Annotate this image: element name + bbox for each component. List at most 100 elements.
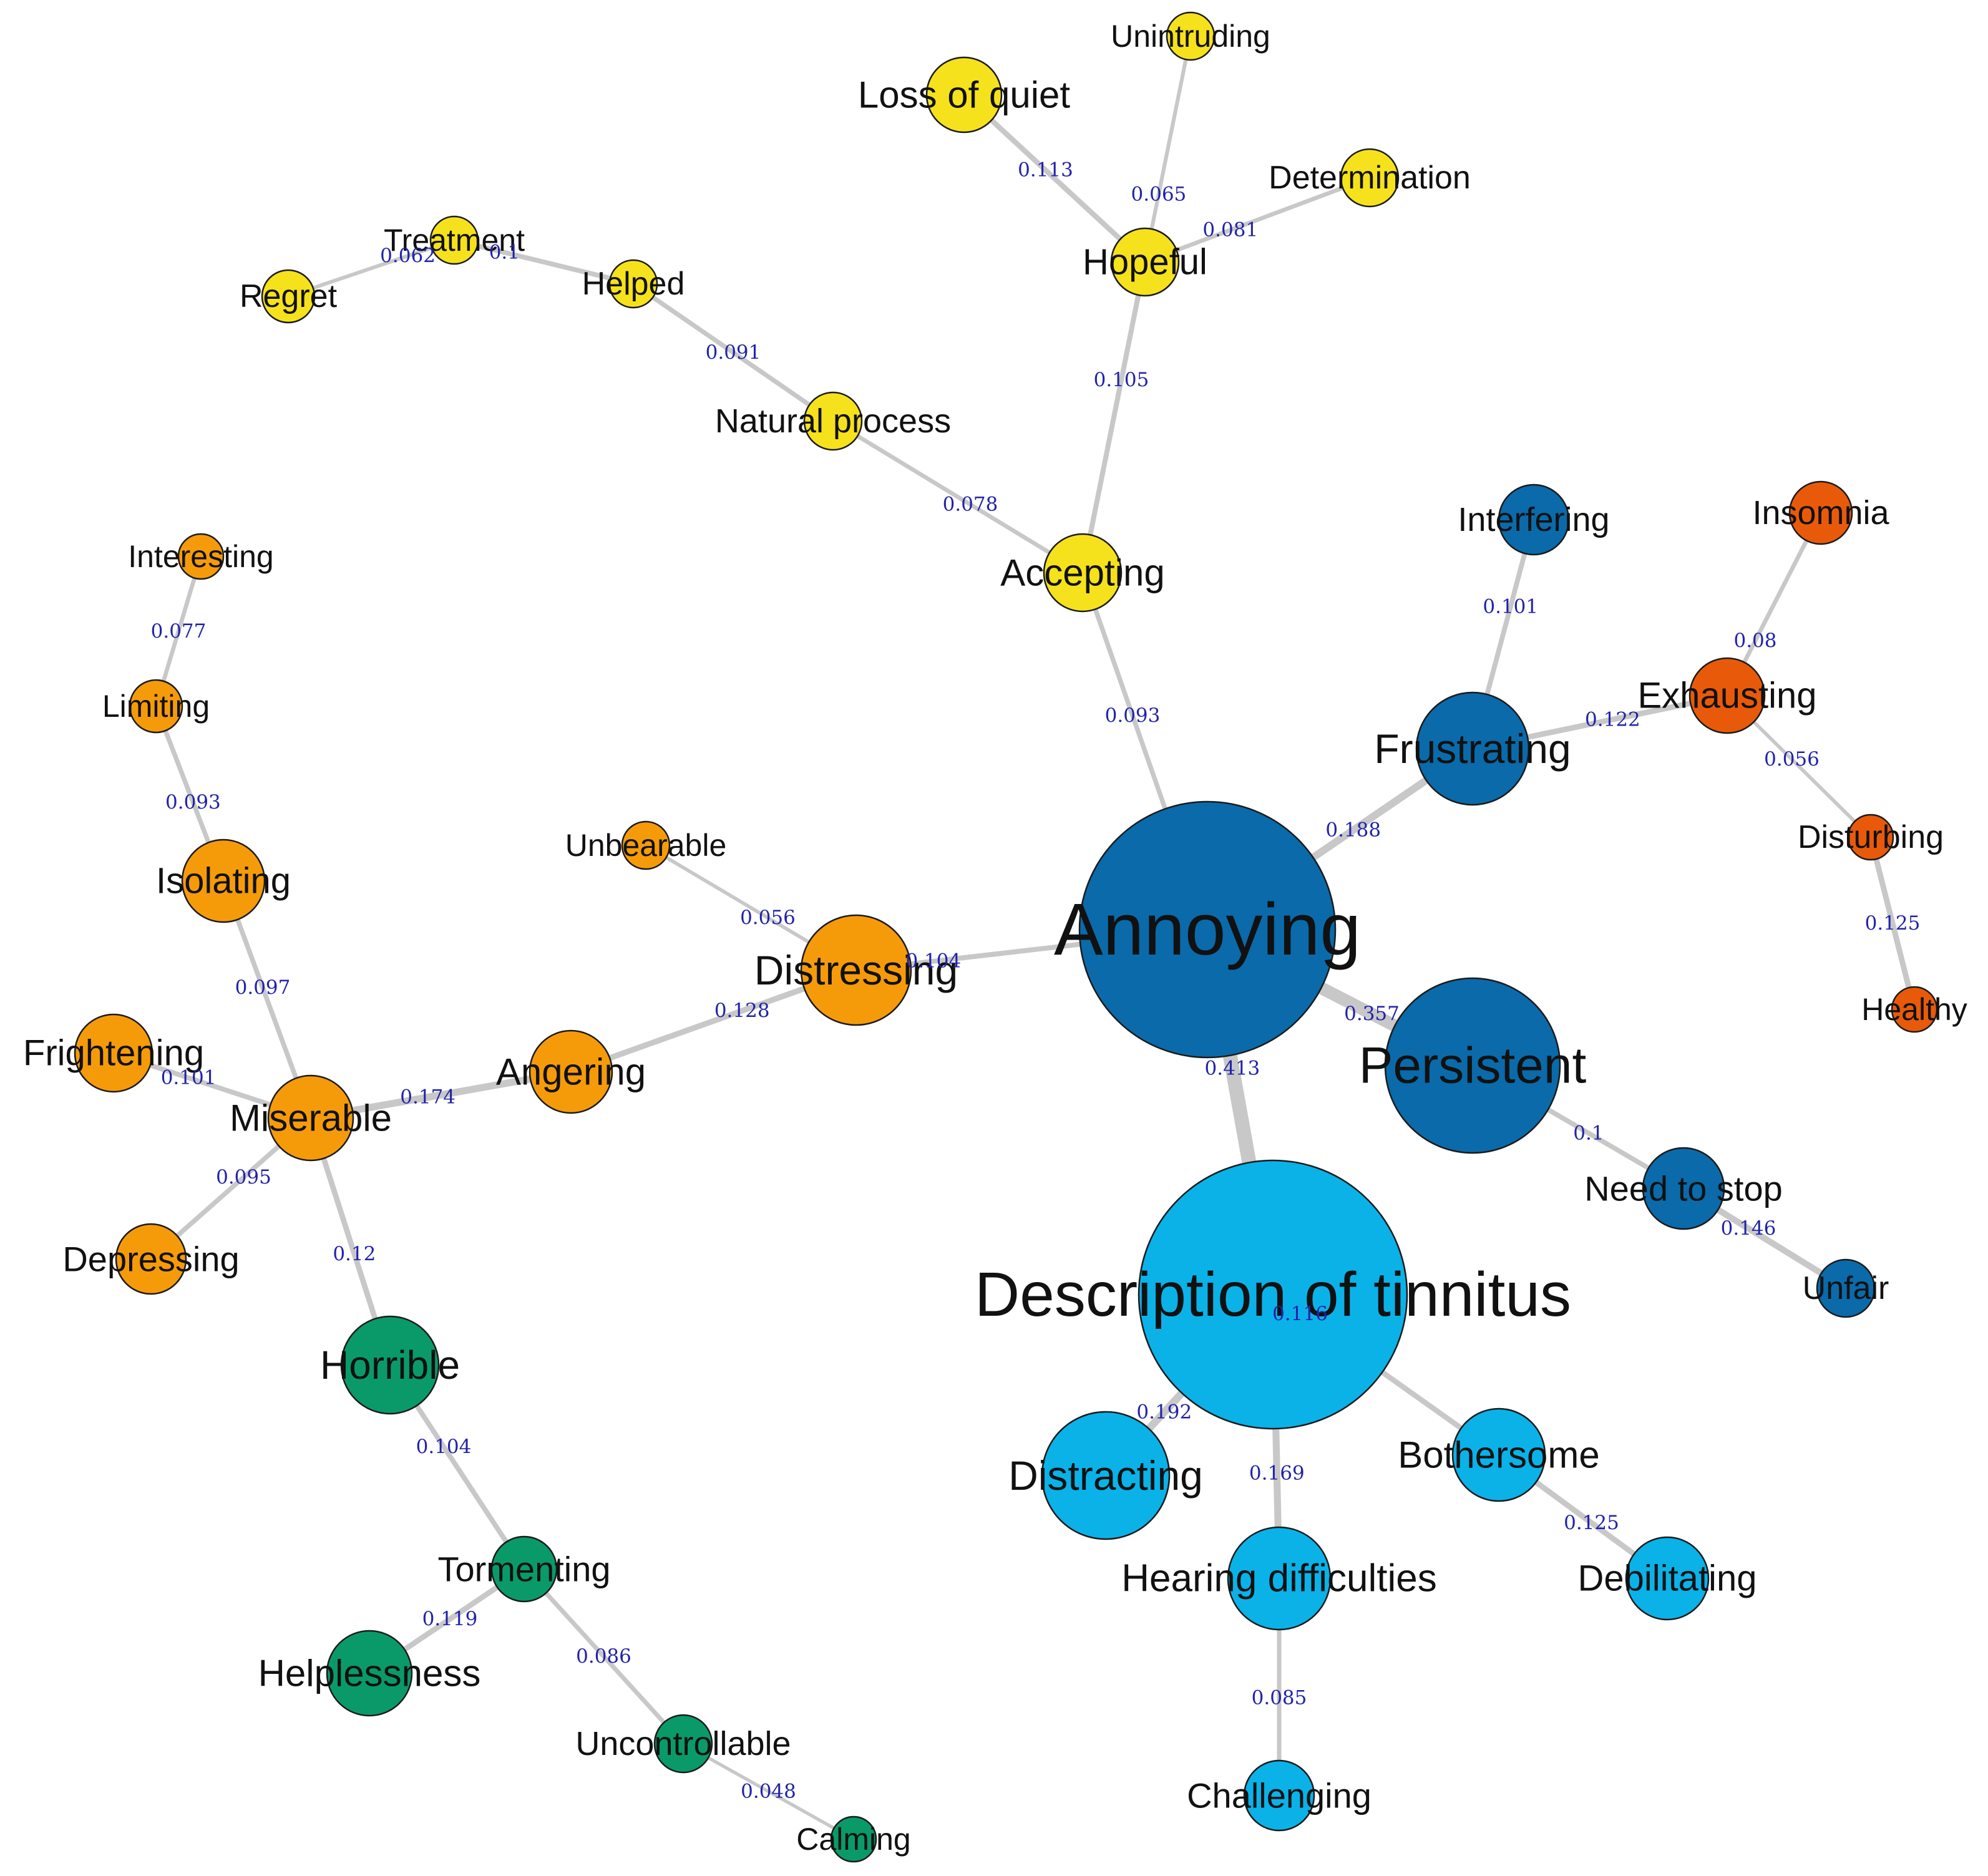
edge-weight-label: 0.174 [400, 1086, 456, 1109]
node-label: Calming [796, 1822, 910, 1857]
node-circle [74, 1013, 153, 1093]
node-debilitating: Debilitating [1578, 1536, 1757, 1621]
edge-weight-label: 0.093 [165, 791, 221, 814]
node-circle [1816, 1258, 1876, 1318]
node-circle [1451, 1407, 1546, 1502]
edge-hopeful-determination [1143, 175, 1372, 265]
node-circle [1847, 814, 1894, 861]
node-calming: Calming [796, 1815, 911, 1863]
node-regret: Regret [240, 269, 338, 324]
node-natural-process: Natural process [715, 391, 951, 451]
node-unbearable: Unbearable [565, 820, 727, 870]
node-label: Disturbing [1798, 819, 1944, 855]
node-label: Treatment [384, 223, 525, 258]
edge-weight-label: 0.12 [333, 1243, 376, 1265]
node-label: Natural process [715, 402, 951, 440]
node-circle [1788, 480, 1853, 545]
node-label: Frustrating [1374, 726, 1571, 772]
edge-weight-label: 0.119 [422, 1608, 478, 1630]
node-label: Healthy [1861, 992, 1967, 1027]
node-label: Annoying [1054, 888, 1361, 971]
node-horrible: Horrible [320, 1315, 460, 1415]
node-label: Helped [582, 266, 685, 302]
edge-weight-label: 0.146 [1721, 1217, 1776, 1240]
node-label: Interesting [128, 539, 273, 574]
node-circle [340, 1315, 440, 1415]
node-distracting: Distracting [1008, 1411, 1203, 1540]
node-label: Horrible [320, 1343, 460, 1388]
node-circle [1110, 227, 1180, 297]
edge-weight-label: 0.056 [740, 906, 796, 929]
edge-weight-label: 0.086 [576, 1645, 631, 1668]
edge-disturbing-healthy [1868, 834, 1917, 1013]
edge-weight-label: 0.048 [741, 1781, 796, 1803]
node-circle [1498, 484, 1570, 556]
edge-uncontrollable-calming [681, 1742, 855, 1841]
node-frustrating: Frustrating [1374, 691, 1571, 806]
node-uncontrollable: Uncontrollable [575, 1714, 791, 1774]
node-circle [1043, 533, 1123, 613]
node-loss-of-quiet: Loss of quiet [858, 56, 1070, 134]
node-label: Unintruding [1111, 19, 1270, 54]
node-label: Tormenting [437, 1550, 610, 1589]
edge-weight-label: 0.188 [1325, 819, 1381, 842]
node-label: Unfair [1803, 1270, 1889, 1306]
edge-weight-label: 0.116 [1272, 1303, 1328, 1325]
node-circle [925, 56, 1003, 134]
edge-weight-label: 0.105 [1094, 369, 1149, 391]
node-label: Need to stop [1584, 1169, 1783, 1208]
node-circle [529, 1029, 613, 1114]
node-miserable: Miserable [230, 1074, 392, 1162]
node-label: Hopeful [1083, 242, 1207, 283]
node-label: Uncontrollable [575, 1725, 791, 1762]
edge-weight-label: 0.128 [714, 999, 770, 1022]
edge-weight-label: 0.065 [1131, 183, 1187, 205]
edge-hopeful-loss_of_quiet [961, 92, 1148, 265]
edge-weight-label: 0.091 [706, 341, 761, 364]
node-circle [621, 820, 671, 870]
node-helplessness: Helplessness [258, 1630, 481, 1717]
edge-weight-label: 0.1 [1573, 1122, 1604, 1144]
node-persistent: Persistent [1359, 977, 1587, 1154]
node-label: Isolating [156, 861, 291, 902]
node-label: Distracting [1008, 1452, 1203, 1499]
node-circle [653, 1714, 713, 1774]
edge-weight-label: 0.056 [1764, 748, 1820, 770]
edge-weight-label: 0.125 [1564, 1512, 1619, 1534]
node-exhausting: Exhausting [1638, 657, 1816, 734]
edge-angering-miserable [307, 1068, 575, 1122]
node-label: Interfering [1458, 501, 1609, 538]
node-circle [1138, 1159, 1408, 1430]
edge-weight-label: 0.077 [151, 620, 207, 643]
node-label: Persistent [1359, 1038, 1587, 1094]
node-interesting: Interesting [128, 533, 274, 580]
edge-weight-label: 0.357 [1344, 1003, 1400, 1025]
node-unintruding: Unintruding [1111, 11, 1270, 61]
node-circle [1041, 1411, 1171, 1540]
edge-helped-treatment [452, 238, 636, 286]
edge-accepting-hopeful [1079, 259, 1148, 576]
node-description: Description of tinnitus [975, 1159, 1571, 1430]
node-disturbing: Disturbing [1798, 814, 1944, 861]
node-accepting: Accepting [1000, 533, 1165, 613]
node-label: Challenging [1187, 1776, 1372, 1815]
node-label: Determination [1269, 160, 1471, 196]
node-circle [261, 269, 316, 324]
node-bothersome: Bothersome [1398, 1407, 1600, 1502]
node-challenging: Challenging [1187, 1759, 1372, 1832]
node-circle [803, 391, 863, 451]
edge-accepting-natural_process [831, 419, 1085, 575]
node-label: Helplessness [258, 1653, 481, 1694]
node-circle [181, 838, 266, 923]
node-determination: Determination [1269, 148, 1471, 208]
edge-weight-label: 0.169 [1249, 1462, 1305, 1485]
edge-treatment-regret [286, 238, 456, 298]
edge-weight-label: 0.097 [235, 976, 291, 999]
node-label: Unbearable [565, 828, 727, 863]
node-circle [490, 1535, 558, 1603]
node-circle [115, 1223, 187, 1295]
node-circle [429, 215, 479, 265]
edge-weight-label: 0.101 [1483, 595, 1538, 618]
node-circle [1340, 148, 1400, 208]
